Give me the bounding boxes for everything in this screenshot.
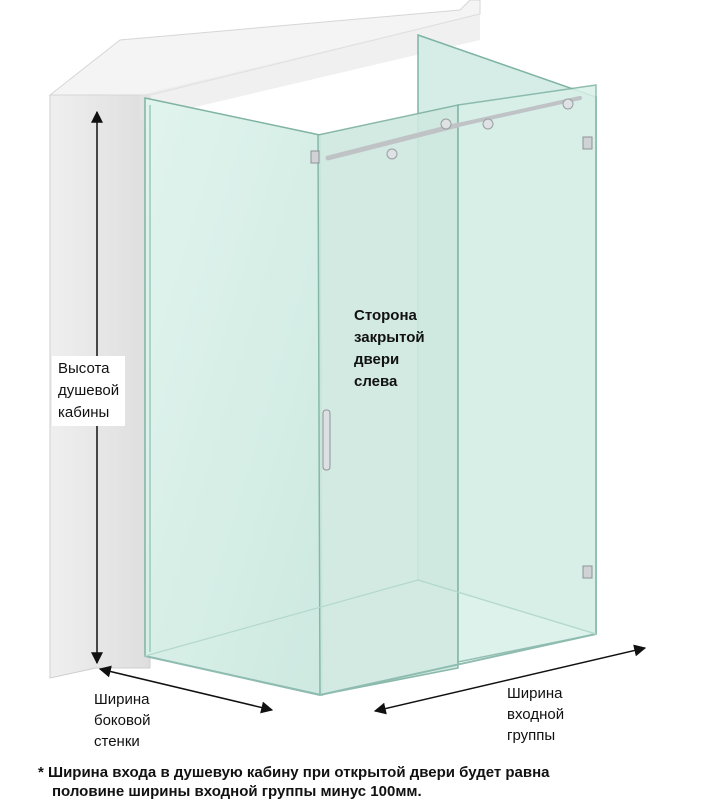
side-glass-panel — [144, 97, 323, 696]
footnote-line-1: * Ширина входа в душевую кабину при откр… — [38, 764, 550, 781]
footnote-line-2: половине ширины входной группы минус 100… — [52, 783, 422, 800]
height-label: Высота душевой кабины — [52, 356, 126, 426]
side-width-label: Ширина боковой стенки — [94, 691, 151, 750]
door-handle — [322, 409, 331, 471]
footnote: * Ширина входа в душевую кабину при откр… — [38, 763, 708, 801]
door-side-label: Сторона закрытой двери слева — [354, 307, 425, 390]
sliding-rail — [310, 96, 593, 579]
side-width-dimension — [98, 665, 274, 714]
entry-width-label: Ширина входной группы — [507, 685, 565, 744]
entry-width-dimension — [373, 644, 647, 715]
